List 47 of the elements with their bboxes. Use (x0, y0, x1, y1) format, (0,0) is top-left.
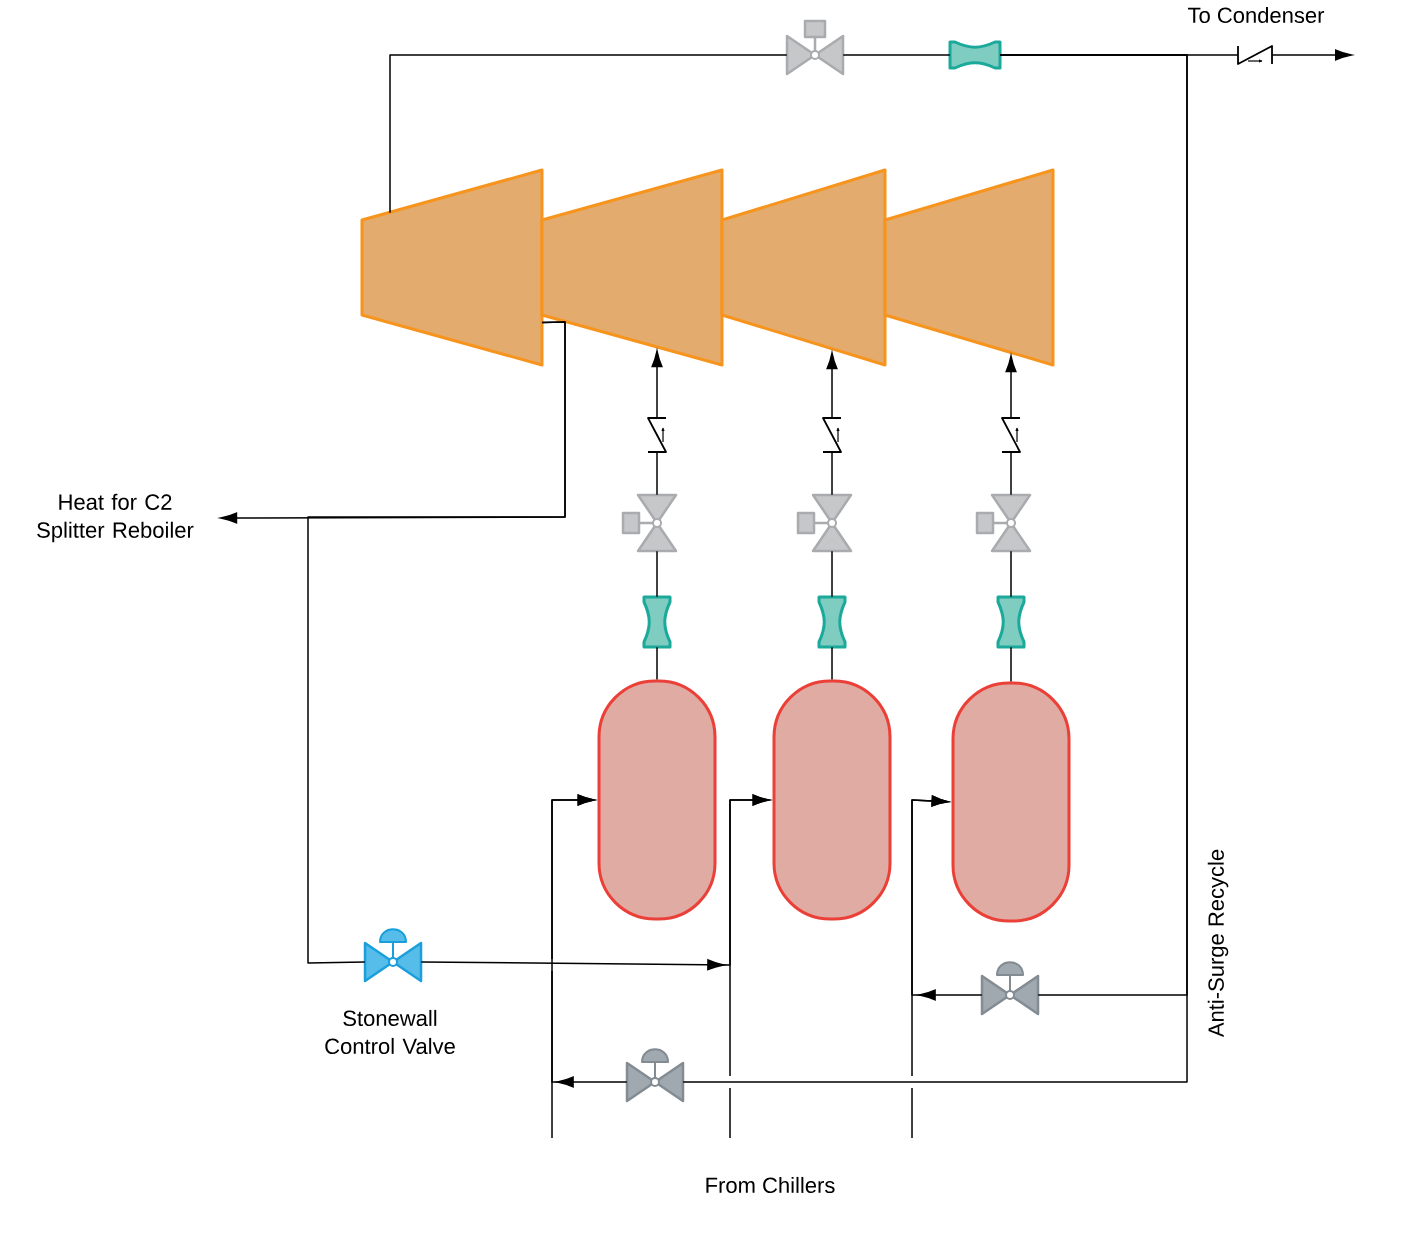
compressor-stage (540, 168, 724, 367)
outlet-label: Heat for C2 Splitter Reboiler (37, 493, 194, 543)
restriction-orifice (996, 595, 1026, 649)
pipe-line (1010, 451, 1012, 496)
valve-symbol (980, 961, 1040, 1016)
pipe-line (831, 646, 833, 681)
flow-arrow (911, 795, 949, 1139)
pipe-line (831, 550, 833, 598)
restriction-orifice (817, 595, 847, 649)
valve-symbol (796, 493, 853, 553)
flow-arrow (826, 352, 838, 419)
compressor-stage (883, 168, 1055, 367)
suction-drum (597, 679, 717, 921)
check-valve-symbol (1237, 45, 1273, 65)
valve-symbol (363, 928, 423, 983)
stream-label: From Chillers (706, 1176, 835, 1194)
valve-symbol (621, 493, 678, 553)
stream-label: To Condenser (1188, 6, 1325, 24)
suction-drum (951, 681, 1071, 923)
flow-arrow (1271, 49, 1352, 61)
check-valve-symbol (647, 417, 667, 453)
pipe-line (307, 321, 566, 964)
flow-arrow (1005, 355, 1017, 419)
pipe-line (656, 550, 658, 598)
pipe-line (656, 646, 658, 681)
valve-symbol (785, 19, 845, 76)
stream-label: Anti-Surge Recycle (1207, 849, 1229, 1038)
pipe-line (389, 54, 788, 214)
pipe-line (1010, 550, 1012, 598)
pipe-line (842, 54, 951, 56)
compressor-stage (720, 168, 887, 367)
suction-drum (772, 679, 892, 921)
check-valve-symbol (822, 417, 842, 453)
flow-arrow (651, 350, 663, 419)
check-valve-symbol (1001, 417, 1021, 453)
restriction-orifice (642, 595, 672, 649)
pipe-line (1010, 646, 1012, 683)
pipe-line (656, 451, 658, 496)
pipe-line (831, 451, 833, 496)
valve-symbol (625, 1048, 685, 1103)
valve-symbol (975, 493, 1032, 553)
pipe-line (682, 54, 1188, 1083)
compressor-stage (360, 168, 544, 367)
flow-arrow (551, 794, 595, 1139)
restriction-orifice (948, 40, 1002, 70)
valve-label: Stonewall Control Valve (325, 1009, 455, 1055)
flow-arrow (420, 794, 770, 971)
